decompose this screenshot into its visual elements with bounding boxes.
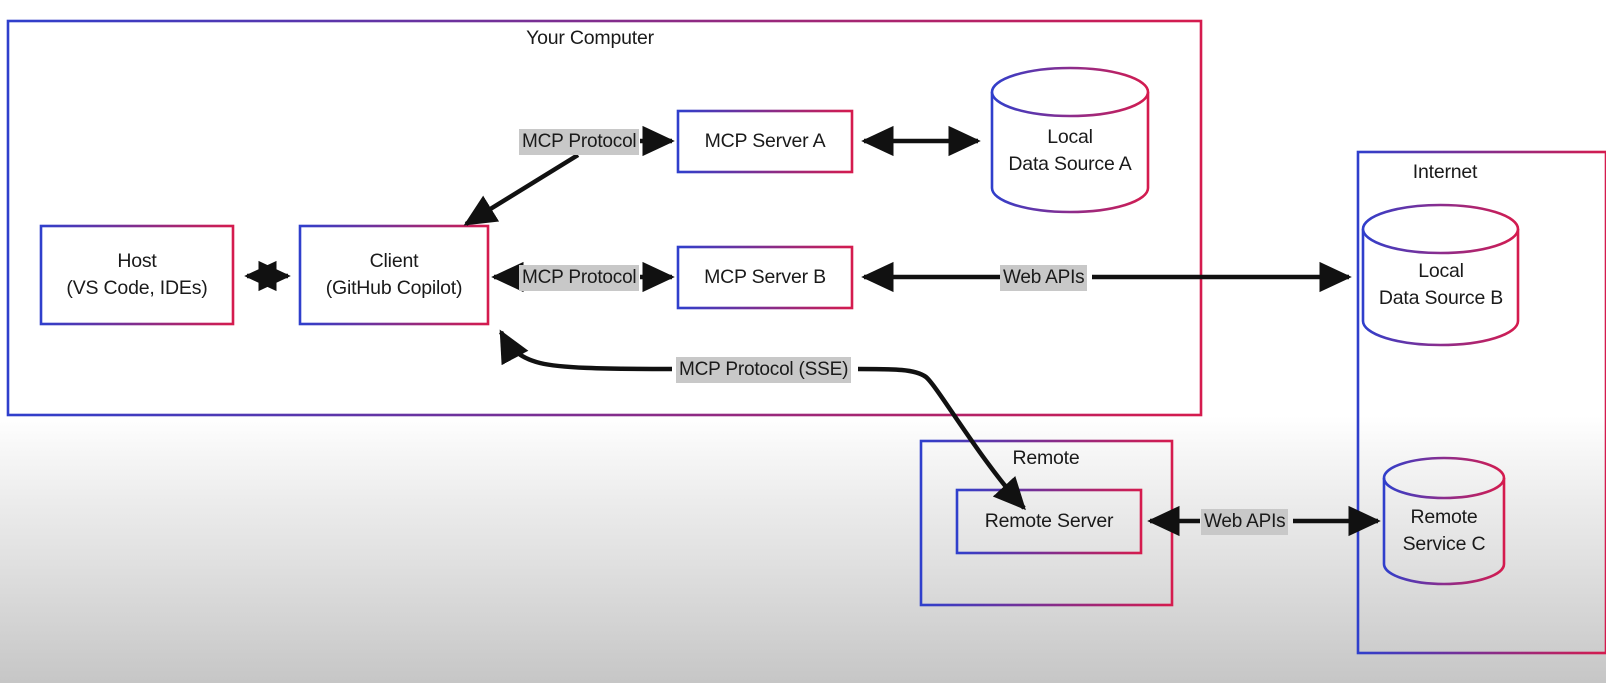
node-remote-server[interactable]: [955, 488, 1143, 555]
container-label-internet: Internet: [1412, 161, 1478, 183]
container-internet: [1356, 150, 1606, 655]
node-label-mcp-server-b: MCP Server B: [678, 264, 852, 291]
node-mcp-server-a[interactable]: [676, 109, 854, 174]
edge-sse-left: [499, 329, 673, 372]
node-local-data-source-b[interactable]: [1361, 203, 1520, 347]
edge-label-mcp-protocol-a: MCP Protocol: [519, 129, 640, 155]
node-label-local-data-source-a-line2: Data Source A: [1008, 153, 1132, 175]
node-label-local-data-source-b-line1: Local: [1418, 260, 1464, 282]
edge-label-mcp-protocol-sse: MCP Protocol (SSE): [676, 357, 852, 383]
node-label-remote-server-line1: Remote Server: [984, 510, 1114, 532]
node-label-remote-server: Remote Server: [957, 508, 1141, 535]
node-label-remote-service-c-line1: Remote: [1410, 506, 1478, 528]
node-client[interactable]: [298, 224, 490, 326]
node-label-local-data-source-a-line1: Local: [1047, 126, 1093, 148]
node-label-client-line2: (GitHub Copilot): [325, 277, 463, 299]
node-label-client: Client (GitHub Copilot): [298, 248, 490, 302]
edge-sse-right: [857, 366, 1026, 511]
slide-background-bottom: [0, 416, 1606, 683]
node-label-mcp-server-a-line1: MCP Server A: [704, 130, 826, 152]
edge-label-web-apis-b: Web APIs: [1000, 265, 1088, 291]
node-label-local-data-source-b: Local Data Source B: [1363, 258, 1519, 312]
edge-mcp-protocol-a-diagonal: [463, 153, 580, 226]
node-label-host-line2: (VS Code, IDEs): [66, 277, 208, 299]
node-mcp-server-b[interactable]: [676, 245, 854, 310]
edge-label-mcp-protocol-b: MCP Protocol: [519, 265, 640, 291]
container-label-your-computer: Your Computer: [526, 27, 654, 49]
container-label-remote: Remote: [1012, 447, 1080, 469]
node-label-mcp-server-b-line1: MCP Server B: [704, 266, 826, 288]
node-label-local-data-source-b-line2: Data Source B: [1378, 287, 1504, 309]
slide-background-top: [0, 0, 1606, 416]
node-local-data-source-a[interactable]: [990, 66, 1150, 214]
node-label-remote-service-c-line2: Service C: [1402, 533, 1486, 555]
node-label-host-line1: Host: [117, 250, 157, 272]
node-host[interactable]: [39, 224, 235, 326]
edge-label-web-apis-c: Web APIs: [1201, 509, 1289, 535]
node-label-local-data-source-a: Local Data Source A: [992, 124, 1148, 178]
node-label-mcp-server-a: MCP Server A: [678, 128, 852, 155]
node-label-remote-service-c: Remote Service C: [1384, 504, 1504, 558]
node-label-client-line1: Client: [369, 250, 419, 272]
container-your-computer: [6, 19, 1203, 417]
node-label-host: Host (VS Code, IDEs): [41, 248, 233, 302]
node-remote-service-c[interactable]: [1382, 456, 1506, 586]
